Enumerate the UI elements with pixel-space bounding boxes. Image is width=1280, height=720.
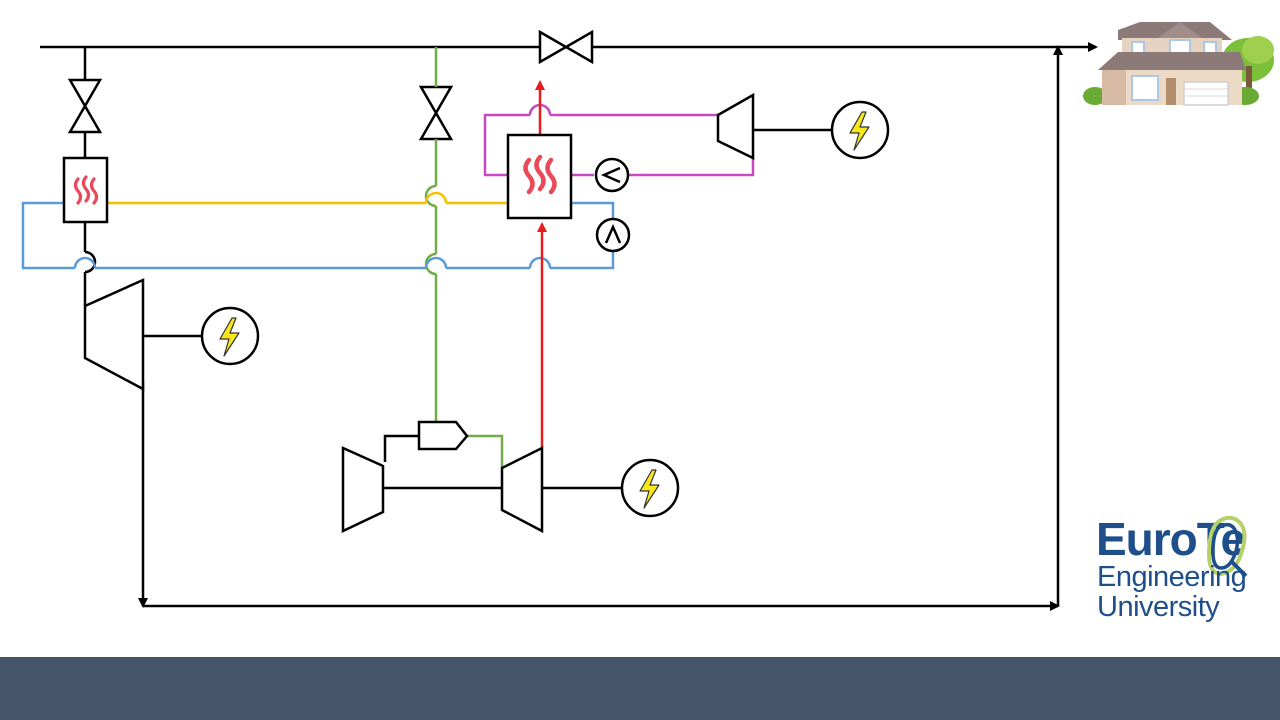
gas-turbine xyxy=(500,445,544,534)
process-line xyxy=(107,191,508,205)
q-mark-icon xyxy=(1206,515,1248,578)
combustor-icon xyxy=(417,420,469,451)
center-heat-exchanger xyxy=(506,133,573,220)
gas-turbine-compressor xyxy=(341,446,385,533)
steam-turbine xyxy=(83,278,145,392)
feedwater-pump-icon[interactable] xyxy=(595,217,631,253)
left-heat-exchanger xyxy=(62,156,109,224)
main-header-valve-icon[interactable] xyxy=(538,29,594,65)
footer-bar xyxy=(0,657,1280,720)
logo-line2: Engineering xyxy=(1097,561,1247,593)
flame-icon xyxy=(73,175,99,205)
lightning-icon xyxy=(219,317,240,357)
steam-generator xyxy=(200,306,260,366)
university-logo: EuroTe Engineering University xyxy=(1094,512,1264,632)
lightning-icon xyxy=(639,469,660,509)
house-icon xyxy=(1083,22,1274,106)
feedwater-loop xyxy=(21,201,615,270)
exhaust-line xyxy=(535,80,547,447)
refrigerant-loop xyxy=(483,103,755,177)
steam-lines xyxy=(40,42,1098,611)
refrigerant-generator xyxy=(830,100,890,160)
gas-generator xyxy=(620,458,680,518)
refrigerant-pump-icon[interactable] xyxy=(594,157,630,193)
left-steam-valve-icon[interactable] xyxy=(67,78,103,134)
refrigerant-turbine xyxy=(716,92,755,160)
logo-line3: University xyxy=(1097,591,1220,623)
flame-icon xyxy=(523,154,557,195)
gas-valve-icon[interactable] xyxy=(418,85,454,141)
lightning-icon xyxy=(849,111,870,151)
